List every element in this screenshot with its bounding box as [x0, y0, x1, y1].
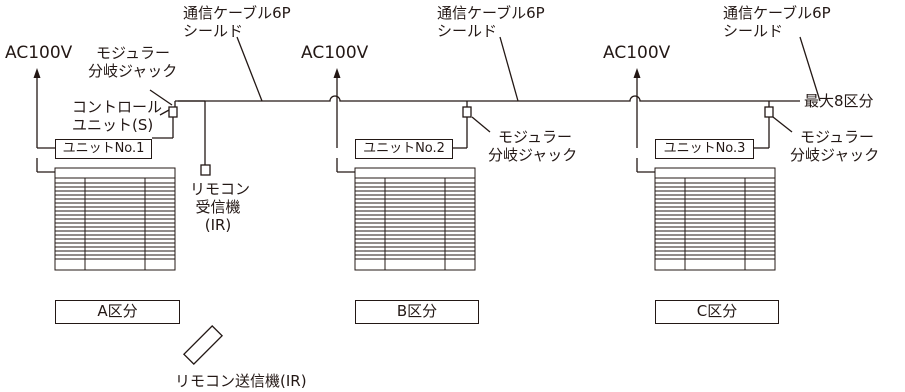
remote-transmitter-icon: [182, 324, 224, 366]
zone-label-c: C区分: [655, 300, 779, 324]
modular-jack-2: [462, 106, 472, 118]
ac-label-1: AC100V: [5, 43, 73, 63]
ac-arrow-1: [33, 68, 55, 149]
zone-label-b: B区分: [355, 300, 479, 324]
modular-jack-label-1: モジュラー 分岐ジャック: [88, 44, 178, 80]
ac-arrow-2: [333, 68, 341, 148]
modular-jack-label-2: モジュラー 分岐ジャック: [488, 128, 578, 164]
ac-arrow-3: [633, 68, 641, 148]
modular-jack-3: [764, 106, 774, 118]
unit-box-2: ユニットNo.2: [355, 139, 453, 159]
cable-label-2: 通信ケーブル6P シールド: [437, 4, 545, 40]
remote-receiver-box: [200, 164, 211, 176]
unit-box-3: ユニットNo.3: [655, 139, 754, 159]
cable-leader-1: [236, 36, 263, 102]
blind-1: [54, 167, 176, 271]
unit-box-1: ユニットNo.1: [55, 139, 152, 159]
modular-jack-label-3: モジュラー 分岐ジャック: [790, 128, 880, 164]
modular-jack-1: [168, 106, 178, 118]
blind-2: [354, 167, 476, 271]
max-zones-label: 最大8区分: [804, 92, 874, 110]
remote-transmitter-label: リモコン送信機(IR): [175, 372, 307, 390]
communication-cable-line: [175, 95, 800, 102]
remote-receiver-label: リモコン 受信機 (IR): [190, 180, 251, 234]
cable-label-3: 通信ケーブル6P シールド: [723, 4, 831, 40]
cable-leader-2: [499, 36, 519, 102]
ac-label-3: AC100V: [603, 43, 671, 63]
zone-label-a: A区分: [55, 300, 180, 324]
cable-leader-3: [799, 36, 821, 102]
ac-label-2: AC100V: [301, 43, 369, 63]
blind-3: [654, 167, 776, 271]
cable-label-1: 通信ケーブル6P シールド: [183, 4, 291, 40]
control-unit-label: コントロール ユニット(S): [72, 98, 163, 134]
